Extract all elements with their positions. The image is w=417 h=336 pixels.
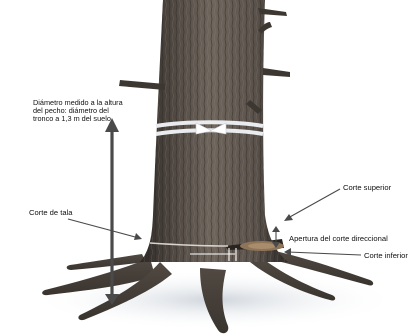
dbh-label: Diámetro medido a la altura del pecho: d… — [33, 99, 153, 124]
top-cut-label: Corte superior — [343, 184, 391, 193]
dbh-label-line-3: tronco a 1,3 m del suelo — [33, 115, 153, 123]
notch-opening-label: Apertura del corte direccional — [289, 235, 388, 244]
bottom-cut-label: Corte inferior — [364, 252, 408, 261]
felling-cut-label: Corte de tala — [29, 209, 72, 218]
